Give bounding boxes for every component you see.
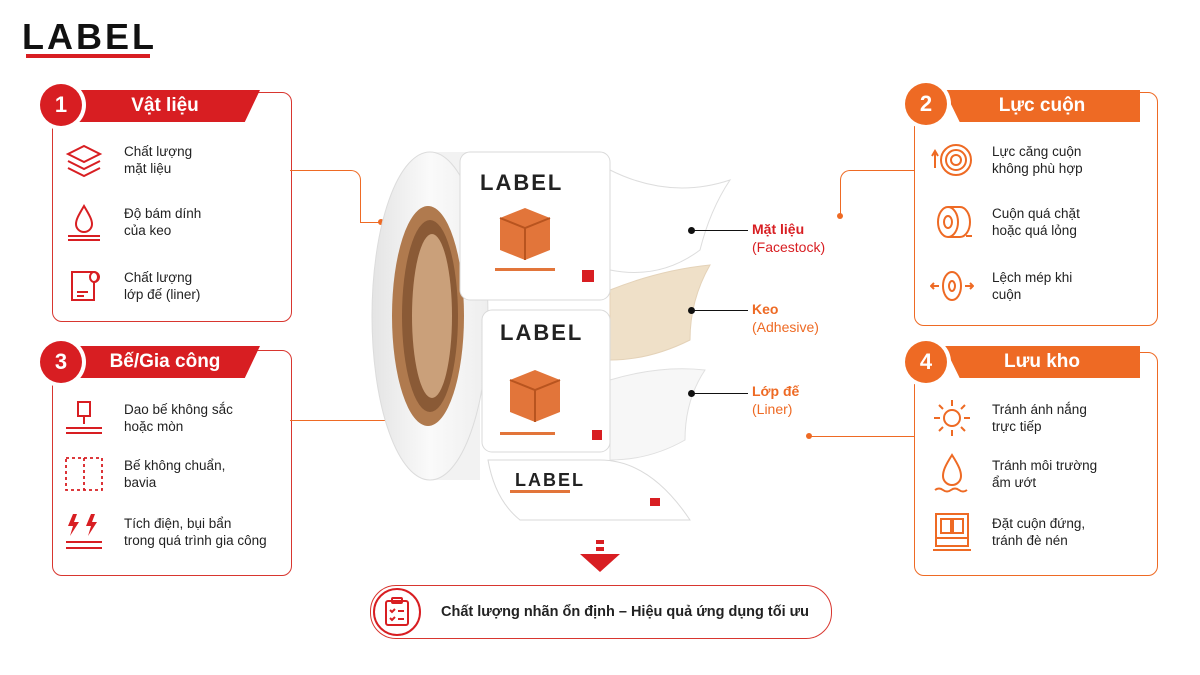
layer-name: Keo — [752, 301, 779, 317]
item-line2: lớp đế (liner) — [124, 287, 201, 302]
list-item: Chất lượng lớp đế (liner) — [62, 264, 274, 308]
layer-name: Mặt liệu — [752, 221, 805, 237]
section-storage-number: 4 — [905, 341, 947, 383]
section-processing-title: Bế/Gia công — [70, 346, 260, 378]
logo-underline — [26, 54, 150, 58]
layer-adhesive-label: Keo (Adhesive) — [752, 300, 819, 336]
item-line2: không phù hợp — [992, 161, 1083, 176]
die-cut-icon — [62, 396, 106, 440]
list-item: Tránh ánh nắng trực tiếp — [930, 396, 1142, 440]
layers-icon — [62, 138, 106, 182]
layer-pointer-line — [692, 393, 748, 395]
list-item: Lực căng cuộn không phù hợp — [930, 138, 1142, 182]
roll-tension-icon — [930, 138, 974, 182]
section-processing-card — [52, 350, 292, 576]
layer-pointer — [688, 390, 695, 397]
clipboard-check-icon — [373, 588, 421, 636]
section-materials-number: 1 — [40, 84, 82, 126]
item-line2: trong quá trình gia công — [124, 533, 267, 548]
item-line1: Tránh ánh nắng — [992, 402, 1087, 417]
drop-icon — [62, 200, 106, 244]
list-item: Độ bám dính của keo — [62, 200, 274, 244]
item-line2: ẩm ướt — [992, 475, 1037, 490]
section-storage-title: Lưu kho — [944, 346, 1140, 378]
list-item: Lệch mép khi cuộn — [930, 264, 1142, 308]
item-line1: Dao bế không sắc — [124, 402, 233, 417]
list-item: Đặt cuộn đứng, tránh đè nén — [930, 510, 1142, 554]
item-line1: Tránh môi trường — [992, 458, 1098, 473]
item-line2: của keo — [124, 223, 172, 238]
list-item: Chất lượng mặt liệu — [62, 138, 274, 182]
item-line1: Bế không chuẩn, — [124, 458, 226, 473]
dashed-cut-icon — [62, 452, 106, 496]
item-line1: Tích điện, bụi bẩn — [124, 516, 232, 531]
layer-sub: (Adhesive) — [752, 319, 819, 335]
paper-roll-icon — [62, 264, 106, 308]
item-line2: trực tiếp — [992, 419, 1042, 434]
list-item: Cuộn quá chặt hoặc quá lỏng — [930, 200, 1142, 244]
layer-pointer-line — [692, 310, 748, 312]
list-item: Dao bế không sắc hoặc mòn — [62, 396, 274, 440]
item-line2: bavia — [124, 475, 157, 490]
item-line1: Chất lượng — [124, 270, 193, 285]
layer-name: Lớp đế — [752, 383, 800, 399]
item-line1: Độ bám dính — [124, 206, 202, 221]
item-line1: Lực căng cuộn — [992, 144, 1082, 159]
result-banner: Chất lượng nhãn ổn định – Hiệu quả ứng d… — [370, 585, 832, 639]
static-icon — [62, 510, 106, 554]
result-text: Chất lượng nhãn ổn định – Hiệu quả ứng d… — [441, 604, 810, 620]
roll-label-logo: LABEL — [515, 470, 585, 490]
layer-liner-label: Lớp đế (Liner) — [752, 382, 799, 418]
list-item: Tích điện, bụi bẩn trong quá trình gia cô… — [62, 510, 294, 554]
section-winding-number: 2 — [905, 83, 947, 125]
label-roll-illustration — [371, 151, 732, 521]
list-item: Tránh môi trường ẩm ướt — [930, 452, 1142, 496]
section-materials-title: Vật liệu — [70, 90, 260, 122]
section-winding-title: Lực cuộn — [944, 90, 1140, 122]
layer-pointer — [688, 307, 695, 314]
connector-section4 — [810, 436, 914, 437]
shelf-icon — [930, 510, 974, 554]
item-line2: mặt liệu — [124, 161, 172, 176]
layer-sub: (Liner) — [752, 401, 793, 417]
item-line1: Chất lượng — [124, 144, 193, 159]
item-line1: Đặt cuộn đứng, — [992, 516, 1086, 531]
roll-label-logo: LABEL — [480, 170, 564, 195]
layer-pointer — [688, 227, 695, 234]
layer-sub: (Facestock) — [752, 239, 826, 255]
item-line2: cuộn — [992, 287, 1022, 302]
connector-dot — [378, 219, 384, 225]
roll-label-logo: LABEL — [500, 320, 584, 345]
connector-section1 — [290, 170, 361, 223]
loose-roll-icon — [930, 200, 974, 244]
connector-section1-tail — [360, 222, 380, 223]
layer-facestock-label: Mặt liệu (Facestock) — [752, 220, 825, 256]
connector-dot — [806, 433, 812, 439]
sun-icon — [930, 396, 974, 440]
layer-pointer-line — [692, 230, 748, 232]
section-materials-card — [52, 92, 292, 322]
item-line1: Lệch mép khi — [992, 270, 1073, 285]
connector-dot — [837, 213, 843, 219]
brand-logo: LABEL — [22, 16, 157, 57]
item-line2: tránh đè nén — [992, 533, 1068, 548]
connector-section3 — [290, 420, 402, 421]
misaligned-roll-icon — [930, 264, 974, 308]
list-item: Bế không chuẩn, bavia — [62, 452, 274, 496]
item-line2: hoặc quá lỏng — [992, 223, 1077, 238]
arrow-down-icon — [580, 540, 620, 572]
section-processing-number: 3 — [40, 341, 82, 383]
humidity-icon — [930, 452, 974, 496]
item-line1: Cuộn quá chặt — [992, 206, 1080, 221]
connector-section2 — [840, 170, 915, 216]
item-line2: hoặc mòn — [124, 419, 184, 434]
